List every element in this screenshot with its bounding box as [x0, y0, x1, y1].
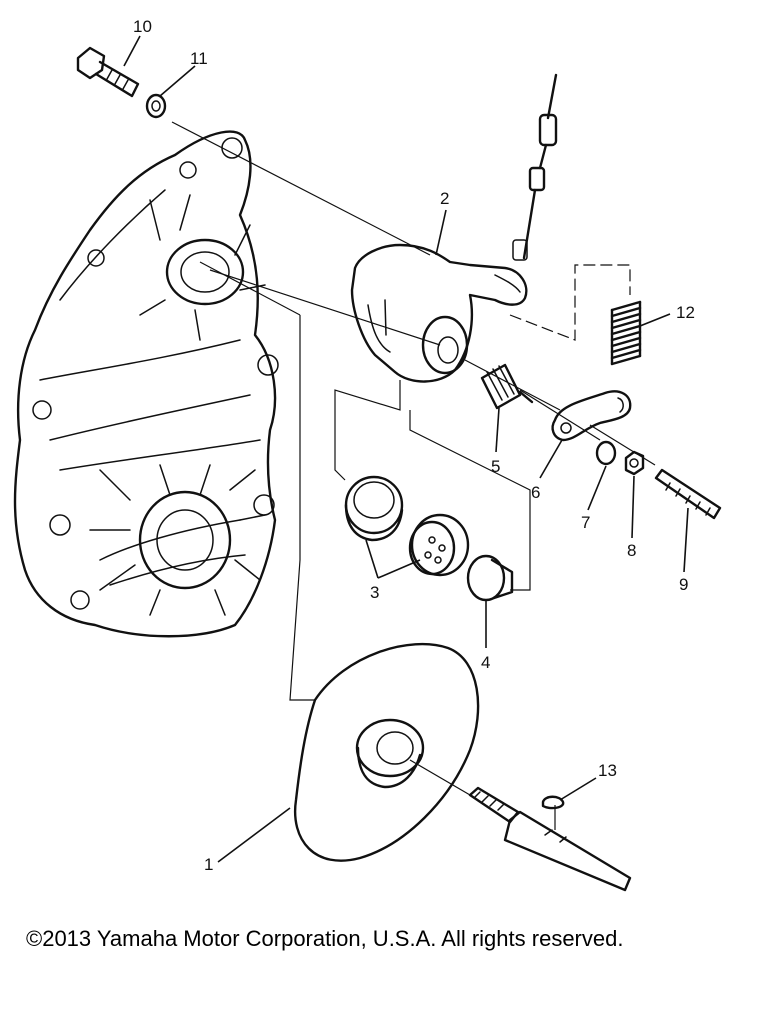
part-13-key — [541, 795, 565, 810]
part-6-lever — [551, 390, 632, 442]
part-11-washer — [145, 93, 167, 119]
callout-4: 4 — [481, 653, 490, 672]
part-2-bracket-housing — [350, 243, 528, 383]
part-5-worm-gear — [480, 363, 534, 410]
callout-2: 2 — [440, 189, 449, 208]
callout-1: 1 — [204, 855, 213, 874]
copyright-notice: ©2013 Yamaha Motor Corporation, U.S.A. A… — [26, 926, 624, 951]
part-7-washer — [595, 440, 617, 466]
part-10-bolt — [76, 46, 140, 98]
callout-7: 7 — [581, 513, 590, 532]
callout-9: 9 — [679, 575, 688, 594]
case-housing — [13, 130, 279, 638]
cable-assembly — [512, 73, 558, 261]
part-4-shaft-collar — [466, 554, 514, 602]
callout-10: 10 — [133, 17, 152, 36]
drive-shaft — [468, 786, 632, 892]
callout-12: 12 — [676, 303, 695, 322]
callout-5: 5 — [491, 457, 500, 476]
callout-3: 3 — [370, 583, 379, 602]
part-9-bolt — [654, 468, 722, 520]
part-3-cap-and-plate — [344, 475, 470, 577]
callout-13: 13 — [598, 761, 617, 780]
callout-6: 6 — [531, 483, 540, 502]
part-1-sheave-disc — [293, 642, 480, 862]
assembly-guide-lines — [171, 121, 656, 830]
callout-8: 8 — [627, 541, 636, 560]
callout-numbers: 1 2 3 4 5 6 7 8 9 10 11 12 13 — [133, 17, 695, 874]
callout-11: 11 — [190, 49, 208, 68]
part-12-spring — [610, 300, 642, 366]
part-8-nut — [624, 450, 645, 476]
callout-leaders — [123, 35, 689, 863]
